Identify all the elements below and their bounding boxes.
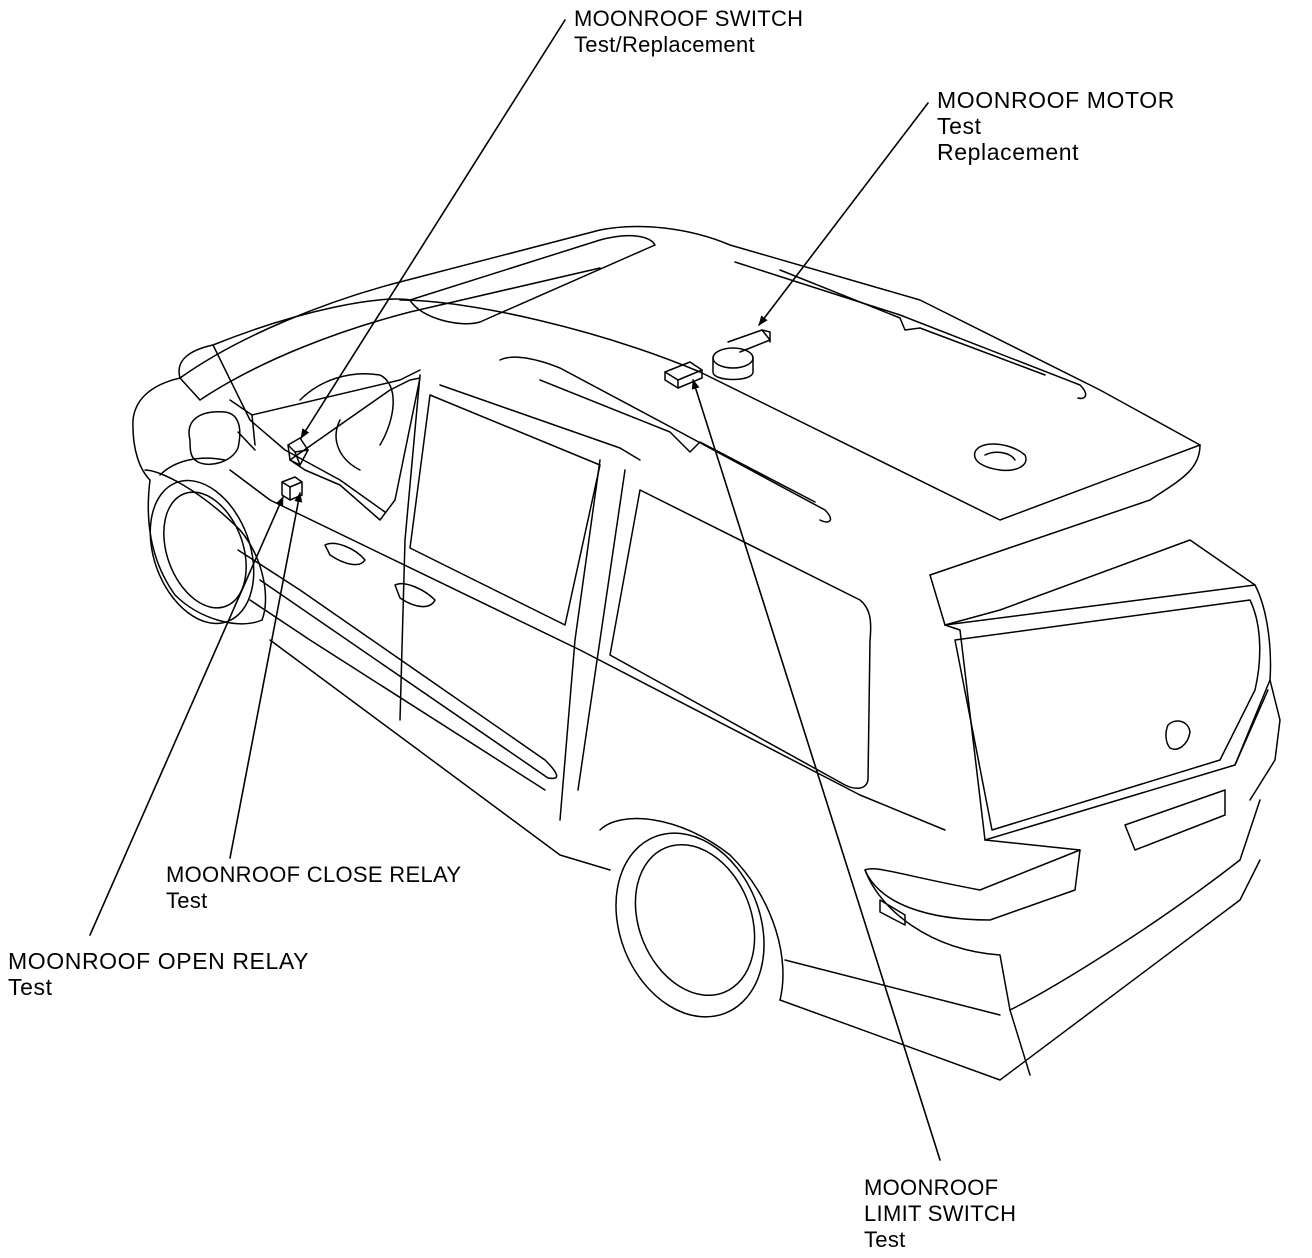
callout-title: LIMIT SWITCH	[864, 1201, 1017, 1226]
moonroof-limit-switch-component	[664, 361, 703, 389]
callout-moonroof-motor: MOONROOF MOTOR Test Replacement	[937, 87, 1175, 165]
callout-subtitle: Replacement	[937, 139, 1080, 165]
callout-subtitle: Test	[166, 888, 208, 913]
leader-switch	[300, 19, 566, 439]
callout-subtitle: Test	[8, 974, 53, 1000]
callout-title: MOONROOF OPEN RELAY	[8, 948, 310, 974]
leader-limit-switch	[691, 379, 941, 1161]
callout-moonroof-limit-switch: MOONROOF LIMIT SWITCH Test	[864, 1175, 1016, 1253]
leader-close-relay	[229, 492, 303, 859]
leader-open-relay	[89, 496, 284, 936]
callout-title: MOONROOF CLOSE RELAY	[166, 862, 462, 887]
callout-moonroof-close-relay: MOONROOF CLOSE RELAY Test	[166, 862, 461, 914]
callout-subtitle: Test	[864, 1227, 906, 1252]
callout-subtitle: Test/Replacement	[574, 32, 755, 57]
callout-title: MOONROOF SWITCH	[574, 6, 804, 31]
callout-title: MOONROOF	[864, 1175, 999, 1200]
callout-moonroof-open-relay: MOONROOF OPEN RELAY Test	[8, 948, 309, 1000]
moonroof-motor-component	[712, 329, 771, 381]
minivan-outline	[132, 225, 1281, 1081]
leader-motor	[758, 102, 929, 326]
callout-moonroof-switch: MOONROOF SWITCH Test/Replacement	[574, 6, 803, 58]
moonroof-switch-component	[287, 437, 309, 466]
callout-subtitle: Test	[937, 113, 982, 139]
callout-title: MOONROOF MOTOR	[937, 87, 1175, 113]
